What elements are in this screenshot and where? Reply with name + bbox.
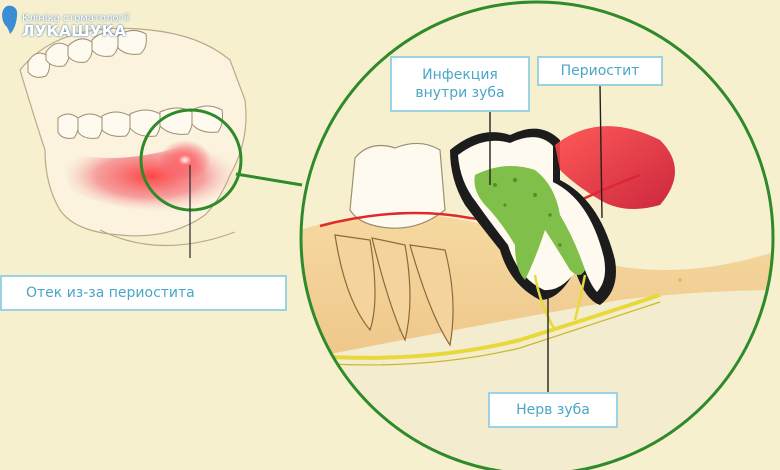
clinic-logo-name: ЛУКАШУКА	[22, 21, 127, 40]
label-tooth-nerve: Нерв зуба	[488, 392, 618, 428]
magnified-tooth-section	[301, 126, 773, 470]
periostitis-pointer	[599, 83, 603, 219]
jaw-illustration	[19, 27, 247, 247]
label-swelling-text: Отек из-за периостита	[26, 284, 195, 301]
clinic-logo-subtitle: Клініка стоматології	[22, 12, 130, 24]
zoom-connector-line	[235, 172, 303, 187]
label-infection-line1: Инфекция	[422, 66, 498, 83]
label-nerve-text: Нерв зуба	[516, 401, 590, 418]
magnified-view-circle	[299, 0, 775, 470]
clinic-logo-text: Клініка стоматології ЛУКАШУКА	[22, 12, 130, 40]
label-swelling-from-periostitis: Отек из-за периостита	[0, 275, 287, 311]
clinic-logo-icon	[2, 5, 18, 34]
label-periostitis: Периостит	[537, 56, 663, 86]
label-periostitis-text: Периостит	[560, 62, 640, 79]
label-infection-inside-tooth: Инфекция внутри зуба	[390, 56, 530, 112]
label-infection-line2: внутри зуба	[415, 85, 505, 101]
zoom-source-circle	[139, 108, 243, 212]
clinic-logo[interactable]: Клініка стоматології ЛУКАШУКА	[22, 8, 129, 44]
